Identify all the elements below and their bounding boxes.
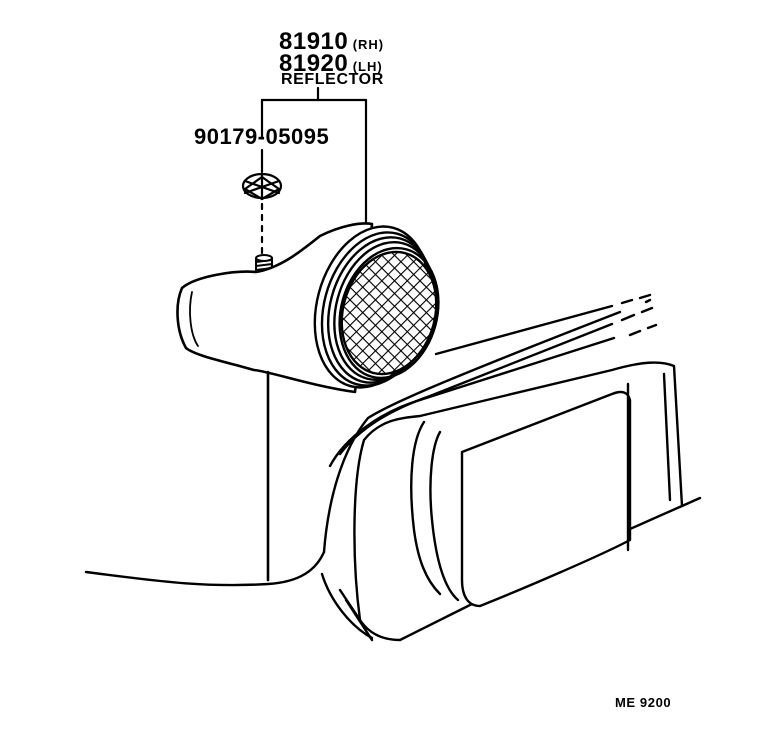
part-number-lh: 81920 (LH) xyxy=(279,52,383,76)
part-number-rh: 81910 (RH) xyxy=(279,30,384,54)
part-number-rh-value: 81910 xyxy=(279,28,349,55)
leader-lines xyxy=(260,86,368,230)
vehicle-body-outline xyxy=(84,293,658,640)
part-number-lh-value: 81920 xyxy=(279,50,349,77)
rear-bumper-panel xyxy=(338,361,702,642)
nut-part-number-label: 90179-05095 xyxy=(194,124,330,149)
nut-icon xyxy=(241,172,283,201)
part-name-label: REFLECTOR xyxy=(281,71,384,88)
part-side-lh: (LH) xyxy=(352,59,383,74)
figure-code-label: ME 9200 xyxy=(615,695,672,710)
part-side-rh: (RH) xyxy=(352,37,385,52)
